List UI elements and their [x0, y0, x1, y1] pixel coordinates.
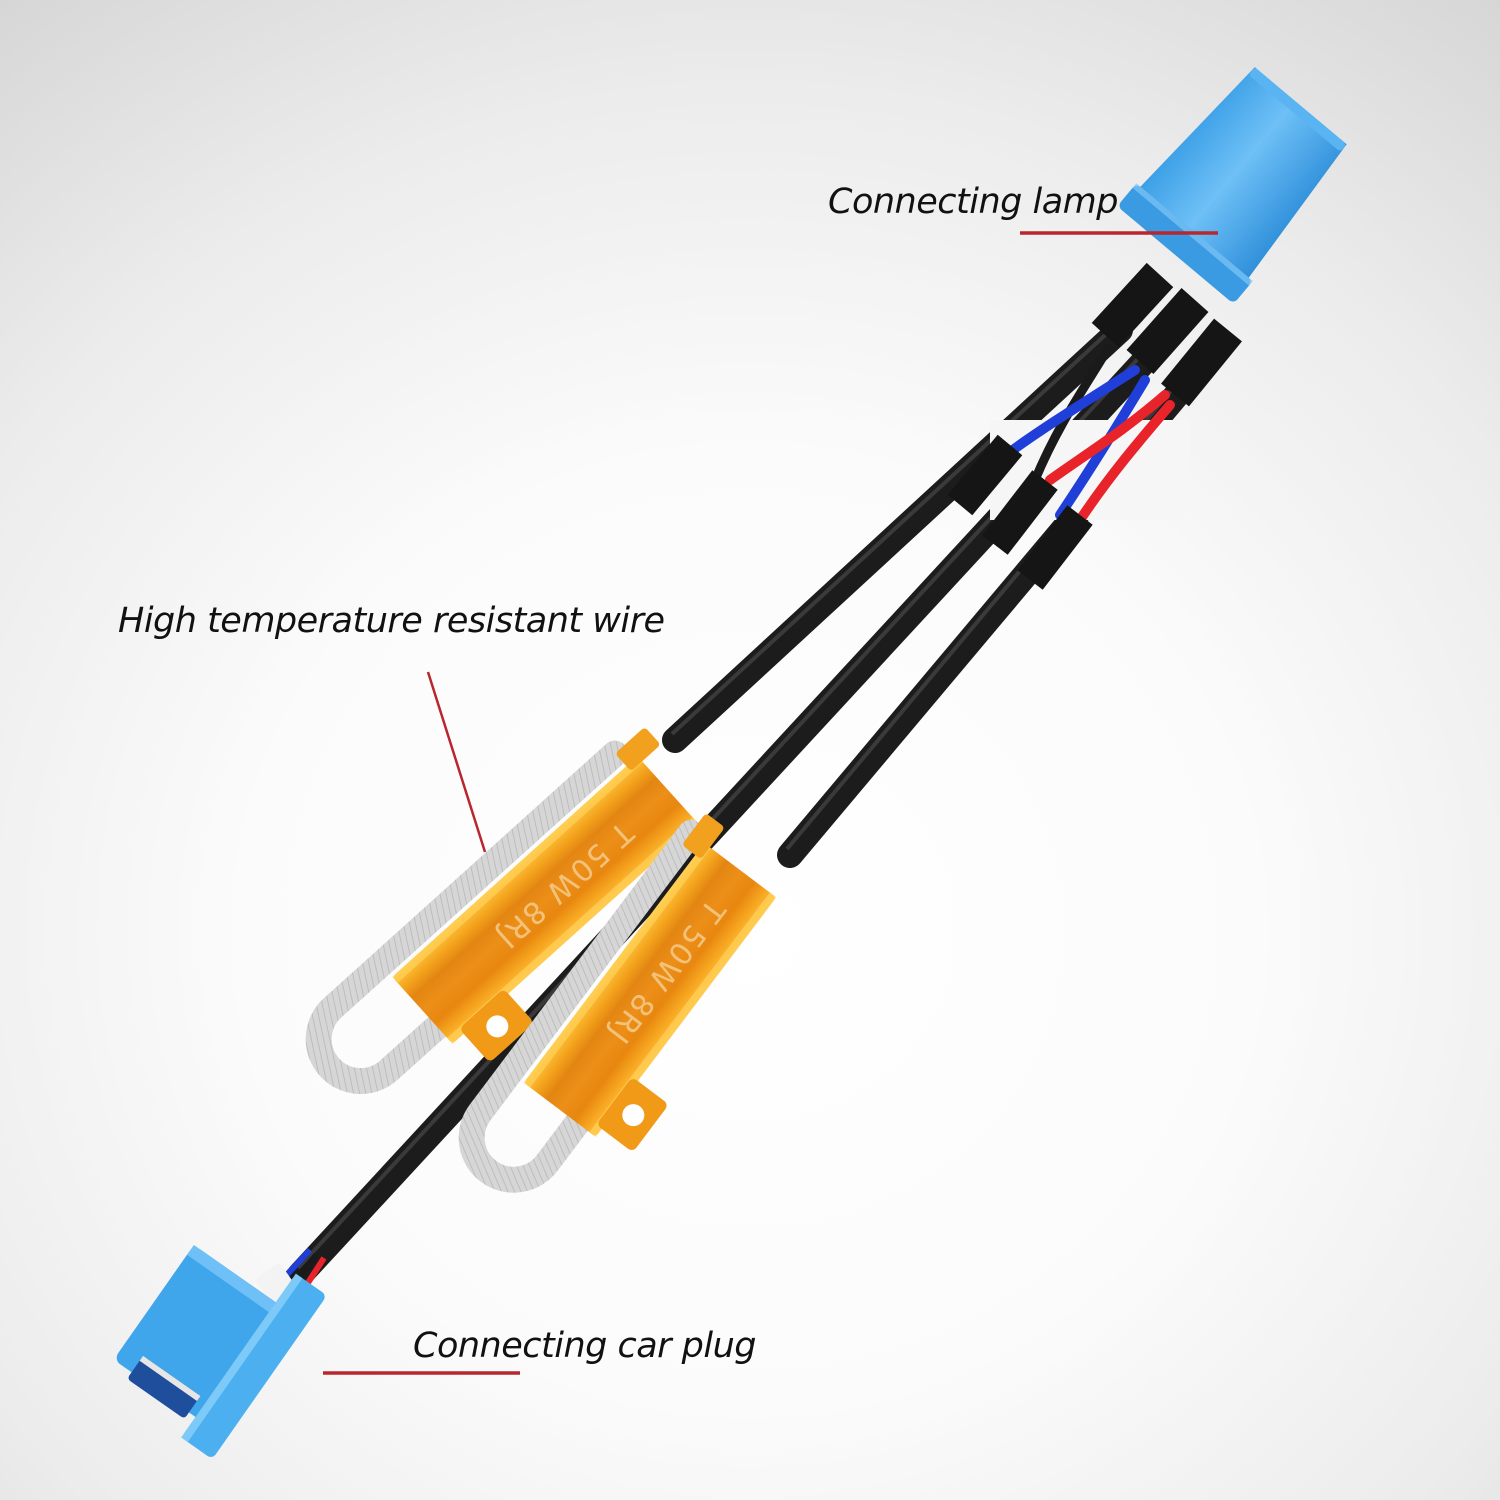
connecting-car-plug-label: Connecting car plug: [413, 1326, 757, 1366]
connecting-lamp-label: Connecting lamp: [828, 182, 1118, 222]
lamp-connector: [1119, 67, 1347, 302]
load-resistor-2: T 50W 8RJ: [458, 814, 777, 1193]
car-plug-connector: [116, 1244, 327, 1457]
callout-leader-lines: [323, 231, 1218, 1375]
load-resistor-1: T 50W 8RJ: [305, 728, 698, 1095]
wire-leader-line: [426, 671, 487, 853]
exposed-wires: [947, 262, 1242, 590]
high-temp-wire-label: High temperature resistant wire: [118, 601, 665, 641]
